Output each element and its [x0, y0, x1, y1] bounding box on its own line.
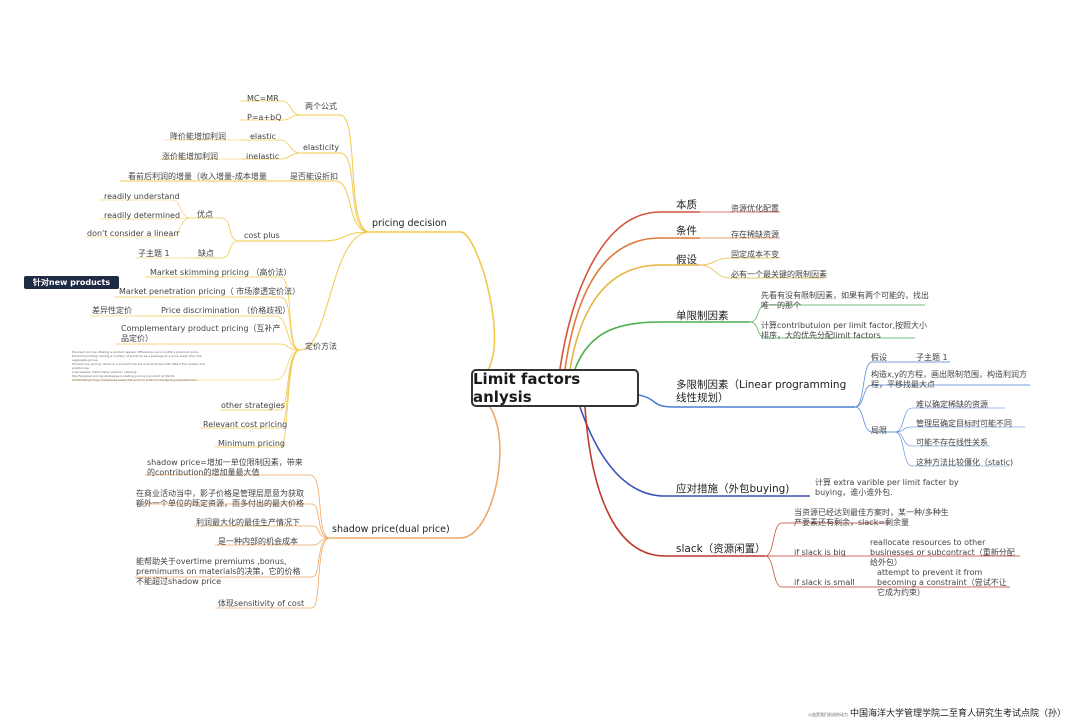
- node-single-note-2[interactable]: 计算contributuion per limit factor,按照大小排序，…: [761, 321, 928, 340]
- node-discrimination[interactable]: Price discrimination （价格歧视）: [161, 306, 291, 315]
- bullet-note: Controlled pricing: Companies lower the …: [72, 378, 198, 382]
- node-elastic[interactable]: elastic: [250, 132, 276, 141]
- node-pricing-decision[interactable]: pricing decision: [372, 218, 447, 229]
- bullet-notes: Premium pricing: Making a product appear…: [72, 350, 212, 382]
- node-other-strategies[interactable]: other strategies: [221, 401, 285, 410]
- node-condition-note[interactable]: 存在稀缺资源: [731, 230, 779, 239]
- node-pricing-methods[interactable]: 定价方法: [305, 342, 337, 351]
- node-inelastic[interactable]: inelastic: [246, 152, 280, 161]
- node-skimming[interactable]: Market skimming pricing （高价法）: [150, 268, 292, 277]
- node-minimum-pricing[interactable]: Minimum pricing: [218, 439, 285, 448]
- central-topic[interactable]: Limit factors anlysis: [471, 369, 639, 407]
- node-assumption-note-2[interactable]: 必有一个最关键的限制因素: [731, 270, 827, 279]
- node-shadow-price[interactable]: shadow price(dual price): [332, 524, 450, 535]
- node-essence[interactable]: 本质: [676, 199, 697, 211]
- node-mc-mr[interactable]: MC=MR: [247, 94, 279, 103]
- bullet-note: Product bundling: Selling a number of pr…: [72, 354, 202, 362]
- node-elastic-note[interactable]: 降价能增加利润: [170, 132, 226, 141]
- node-diff-pricing[interactable]: 差异性定价: [92, 306, 132, 315]
- node-response-note[interactable]: 计算 extra varible per limit facter by buy…: [815, 478, 959, 497]
- node-response[interactable]: 应对措施（外包buying): [676, 483, 790, 495]
- node-limitation-1[interactable]: 难以确定稀缺的资源: [916, 400, 988, 409]
- node-pro-2[interactable]: readily determined: [104, 211, 181, 220]
- node-assumption[interactable]: 假设: [676, 254, 697, 266]
- node-p-abq[interactable]: P=a+bQ: [247, 113, 282, 122]
- node-limitation-3[interactable]: 可能不存在线性关系: [916, 438, 988, 447]
- node-single-factor[interactable]: 单限制因素: [676, 310, 729, 322]
- node-multi-assumption[interactable]: 假设: [871, 353, 887, 362]
- node-cons[interactable]: 缺点: [198, 249, 214, 258]
- node-essence-note[interactable]: 资源优化配置: [731, 204, 779, 213]
- node-slack-big[interactable]: if slack is big: [794, 548, 846, 557]
- node-limitation-2[interactable]: 管理层确定目标时可能不同: [916, 419, 1012, 428]
- bullet-note: Product line pricing: Items in a product…: [72, 362, 205, 370]
- node-slack-big-note[interactable]: reallocate resources to other businesses…: [870, 538, 1015, 567]
- node-pros[interactable]: 优点: [197, 210, 213, 219]
- node-limitations[interactable]: 局限: [871, 426, 887, 435]
- new-products-tag[interactable]: 针对new products: [24, 276, 119, 289]
- node-slack-note[interactable]: 当资源已经达到最佳方案时，某一种/多种生产要素还有剩余，slack=剩余量: [794, 508, 949, 527]
- node-assumption-note-1[interactable]: 固定成本不变: [731, 250, 779, 259]
- node-shadow-opportunity[interactable]: 是一种内部的机会成本: [218, 537, 298, 546]
- node-limitation-4[interactable]: 这种方法比较僵化（static): [916, 458, 1014, 467]
- bullet-note: Loss leaders: Particularly useful in ret…: [72, 370, 138, 374]
- node-complementary[interactable]: Complementary product pricing（互补产品定价）: [121, 324, 281, 343]
- footer-watermark: 公益是我们前进的动力中国海洋大学管理学院二至育人研究生考试点院（孙）: [808, 706, 1066, 719]
- node-con-1[interactable]: don't consider a linearr: [87, 229, 180, 238]
- node-cost-plus[interactable]: cost plus: [244, 231, 280, 240]
- node-relevant-cost[interactable]: Relevant cost pricing: [203, 420, 288, 429]
- node-slack-small[interactable]: if slack is small: [794, 578, 855, 587]
- node-penetration[interactable]: Market penetration pricing（ 市场渗透定价法）: [119, 287, 301, 296]
- node-shadow-decisions[interactable]: 能帮助关于overtime premiums ,bonus, premimums…: [136, 557, 301, 586]
- node-slack-small-note[interactable]: attempt to prevent it from becoming a co…: [877, 568, 1007, 597]
- node-subtopic-1[interactable]: 子主题 1: [138, 249, 170, 258]
- node-single-note-1[interactable]: 先看有没有限制因素，如果有两个可能的，找出唯一的那个: [761, 291, 929, 310]
- node-slack[interactable]: slack（资源闲置）: [676, 543, 766, 555]
- node-multi-subtopic[interactable]: 子主题 1: [916, 353, 948, 362]
- node-shadow-business[interactable]: 在商业活动当中，影子价格是管理层愿意为获取额外一个单位的既定资源，而多付出的最大…: [136, 489, 304, 508]
- footer-main-text: 中国海洋大学管理学院二至育人研究生考试点院（孙）: [850, 709, 1067, 719]
- node-shadow-optimal[interactable]: 利润最大化的最佳生产情况下: [196, 518, 300, 527]
- node-two-formulas[interactable]: 两个公式: [305, 102, 337, 111]
- node-pro-1[interactable]: readily understand: [104, 192, 180, 201]
- node-condition[interactable]: 条件: [676, 225, 697, 237]
- node-elasticity[interactable]: elasticity: [303, 143, 340, 152]
- node-inelastic-note[interactable]: 涨价能增加利润: [162, 152, 218, 161]
- node-discount[interactable]: 是否能设折扣: [290, 172, 338, 181]
- bullet-note: Psychological pricing strategies includi…: [72, 374, 175, 378]
- node-shadow-sensitivity[interactable]: 体现sensitivity of cost: [218, 599, 305, 608]
- node-multi-build[interactable]: 构造x,y的方程，画出限制范围，构造利润方程，平移找最大点: [871, 370, 1028, 389]
- bullet-note: Premium pricing: Making a product appear…: [72, 350, 200, 354]
- footer-small-text: 公益是我们前进的动力: [808, 712, 848, 717]
- node-shadow-def[interactable]: shadow price=增加一单位限制因素，带来的contribution的增…: [147, 458, 303, 477]
- node-discount-note[interactable]: 看前后利润的增量（收入增量-成本增量: [128, 172, 267, 181]
- node-multi-factor[interactable]: 多限制因素（Linear programming线性规划）: [676, 379, 847, 404]
